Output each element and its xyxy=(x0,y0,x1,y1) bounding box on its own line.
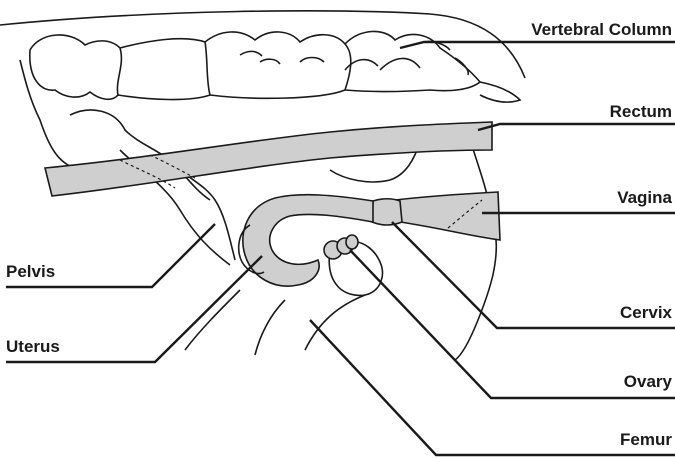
rectum-organ xyxy=(45,122,492,196)
leader-vertebral-column xyxy=(400,42,675,48)
label-cervix: Cervix xyxy=(620,303,672,323)
vagina-organ xyxy=(395,192,500,240)
label-femur: Femur xyxy=(620,430,672,450)
label-uterus: Uterus xyxy=(6,337,60,357)
body-outline xyxy=(0,11,525,78)
label-rectum: Rectum xyxy=(610,102,672,122)
leader-rectum xyxy=(478,124,675,130)
label-ovary: Ovary xyxy=(624,372,672,392)
femur-bone xyxy=(185,241,382,355)
label-vagina: Vagina xyxy=(617,188,672,208)
label-pelvis: Pelvis xyxy=(6,262,55,282)
label-vertebral-column: Vertebral Column xyxy=(531,20,672,40)
cervix-organ xyxy=(372,199,402,225)
ovary-organ xyxy=(324,235,358,259)
